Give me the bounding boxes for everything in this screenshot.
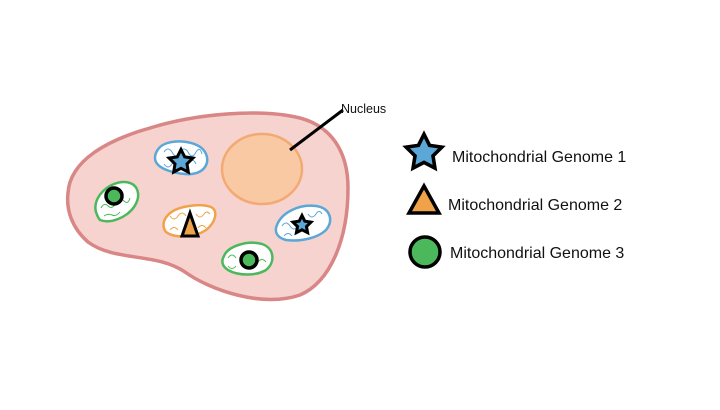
nucleus-callout-line (289, 108, 344, 152)
legend-item-genome1: Mitochondrial Genome 1 (404, 132, 626, 170)
legend-item-genome3: Mitochondrial Genome 3 (408, 235, 624, 269)
mitochondrion-blue-top (153, 140, 209, 176)
genome2-triangle-icon (179, 208, 201, 238)
legend-item-genome2: Mitochondrial Genome 2 (406, 182, 622, 215)
genome3-circle-icon (239, 250, 259, 270)
mitochondrion-green-bottom (221, 241, 274, 276)
genome3-circle-icon (104, 186, 124, 206)
mitochondrion-blue-right (274, 204, 332, 242)
circle-icon (408, 235, 442, 269)
nucleus (220, 132, 304, 206)
star-icon (404, 132, 444, 170)
mitochondrion-green-left (94, 180, 140, 223)
nucleus-label: Nucleus (341, 102, 386, 116)
legend: Mitochondrial Genome 1 Mitochondrial Gen… (404, 132, 626, 269)
triangle-icon (406, 182, 442, 215)
legend-label-genome3: Mitochondrial Genome 3 (450, 245, 624, 262)
mitochondrion-orange-center (162, 204, 217, 238)
legend-label-genome2: Mitochondrial Genome 2 (448, 197, 622, 214)
legend-label-genome1: Mitochondrial Genome 1 (452, 149, 626, 166)
